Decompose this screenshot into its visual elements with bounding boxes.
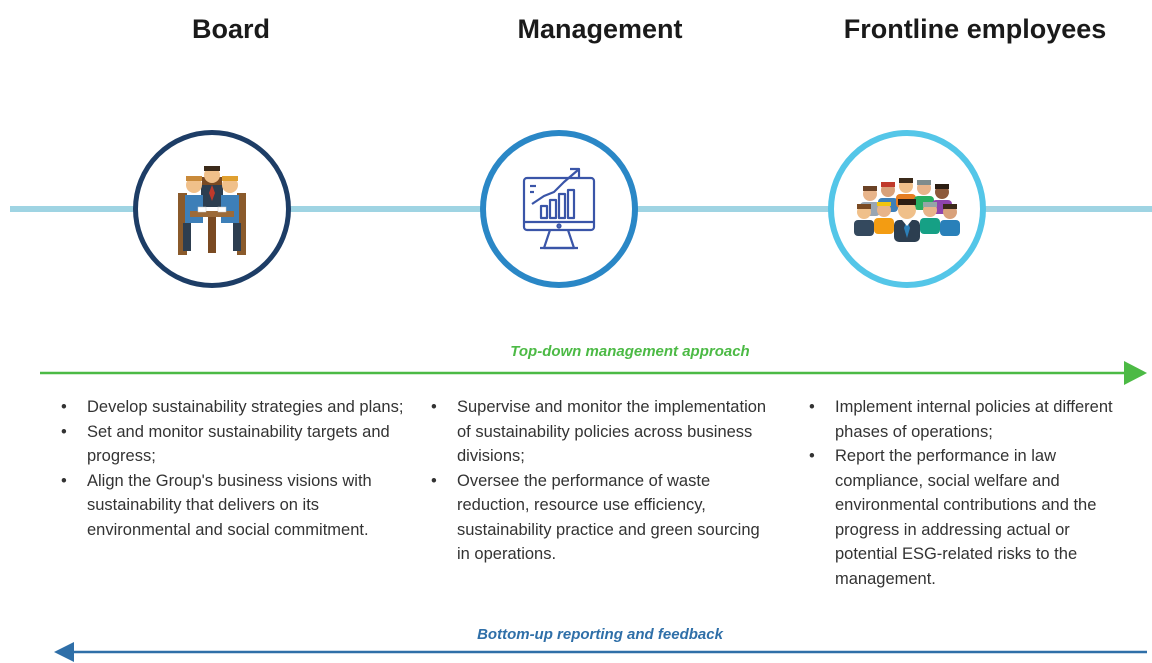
frontline-employees-title: Frontline employees: [843, 14, 1107, 44]
top-down-arrow: [40, 361, 1147, 385]
monitor-growth-chart-icon: [522, 167, 596, 250]
board-title: Board: [191, 14, 270, 44]
list-item: Align the Group's business visions with …: [55, 469, 410, 543]
frontline-responsibilities-list: Implement internal policies at different…: [803, 395, 1133, 591]
bottom-up-arrow-label: Bottom-up reporting and feedback: [477, 626, 723, 643]
list-item: Implement internal policies at different…: [803, 395, 1133, 444]
bottom-up-arrow: [54, 642, 1147, 662]
management-circle: [480, 130, 638, 288]
management-title: Management: [517, 14, 683, 44]
employee-group-icon: [854, 178, 960, 242]
management-responsibilities-list: Supervise and monitor the implementation…: [425, 395, 775, 567]
list-item: Oversee the performance of waste reducti…: [425, 469, 775, 567]
frontline-employees-circle: [828, 130, 986, 288]
list-item: Set and monitor sustainability targets a…: [55, 420, 410, 469]
list-item: Report the performance in law compliance…: [803, 444, 1133, 591]
board-responsibilities-list: Develop sustainability strategies and pl…: [55, 395, 410, 542]
top-down-arrow-label: Top-down management approach: [510, 343, 750, 360]
list-item: Supervise and monitor the implementation…: [425, 395, 775, 469]
board-circle: [133, 130, 291, 288]
list-item: Develop sustainability strategies and pl…: [55, 395, 410, 420]
board-meeting-icon: [178, 166, 246, 255]
